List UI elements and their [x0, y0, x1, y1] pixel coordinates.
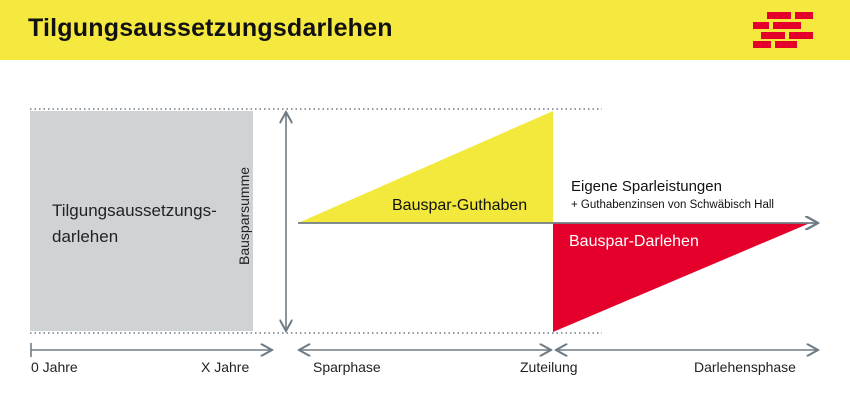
box-label-line2: darlehen	[52, 227, 119, 246]
bauspar-darlehen-label: Bauspar-Darlehen	[569, 233, 699, 250]
guthabenzinsen-label: + Guthabenzinsen von Schwäbisch Hall	[571, 199, 774, 211]
timeline-start-label: 0 Jahre	[31, 359, 78, 375]
eigene-sparleistungen-label: Eigene Sparleistungen	[571, 178, 722, 195]
schwaebisch-hall-logo-icon	[753, 12, 813, 48]
header-bar: Tilgungsaussetzungsdarlehen	[0, 0, 850, 60]
bauspar-guthaben-triangle	[298, 111, 553, 223]
timeline-sparphase-label: Sparphase	[313, 359, 381, 375]
bauspar-darlehen-triangle	[553, 223, 810, 332]
timeline-zuteilung-label: Zuteilung	[520, 359, 578, 375]
timeline-darlehensphase-label: Darlehensphase	[694, 359, 796, 375]
bauspar-guthaben-label: Bauspar-Guthaben	[392, 197, 528, 214]
bausparsumme-label: Bausparsumme	[236, 166, 252, 265]
box-label: Tilgungsaussetzungs- darlehen	[52, 198, 242, 250]
timeline-x-jahre-label: X Jahre	[201, 359, 250, 375]
box-label-line1: Tilgungsaussetzungs-	[52, 201, 217, 220]
tilgungsaussetzungsdarlehen-box	[30, 111, 253, 331]
page-title: Tilgungsaussetzungsdarlehen	[28, 14, 393, 42]
